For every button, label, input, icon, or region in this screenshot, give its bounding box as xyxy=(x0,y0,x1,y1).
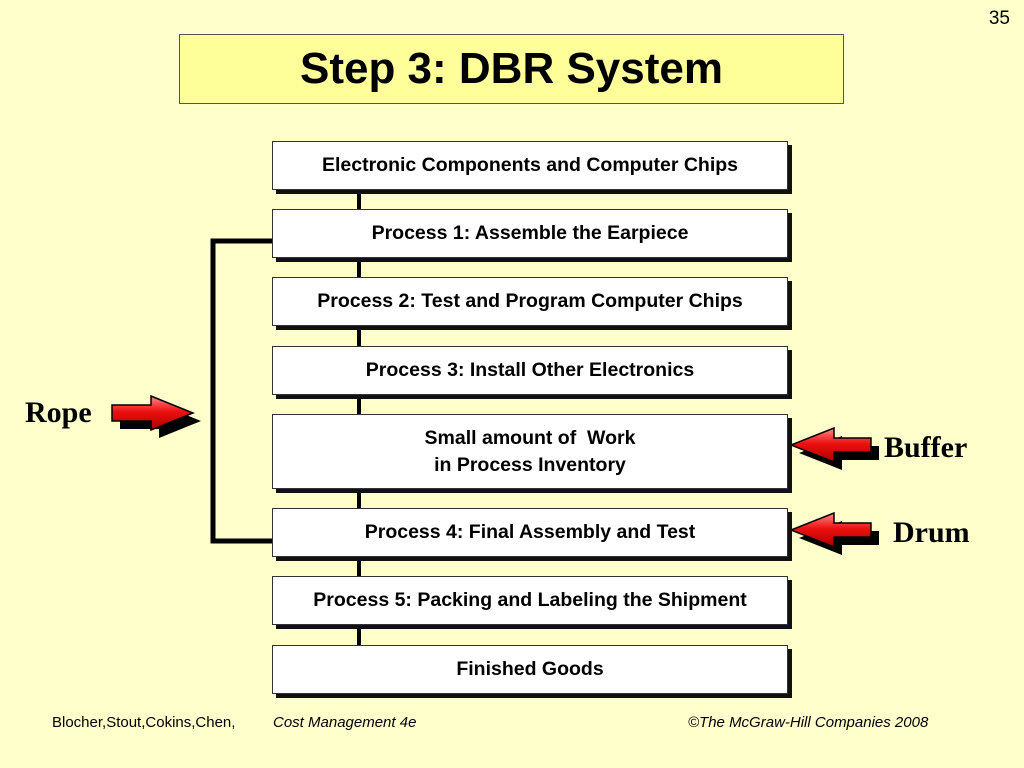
box-process-3: Process 3: Install Other Electronics xyxy=(272,346,788,395)
page-title: Step 3: DBR System xyxy=(299,44,723,93)
rope-bracket xyxy=(210,238,272,544)
box-label: Electronic Components and Computer Chips xyxy=(321,154,739,176)
footer-copyright: ©The McGraw-Hill Companies 2008 xyxy=(688,714,929,731)
box-label-line-1: Small amount of Work xyxy=(424,426,636,449)
box-label-line-2: in Process Inventory xyxy=(434,453,626,476)
box-process-4: Process 4: Final Assembly and Test xyxy=(272,508,788,557)
slide-number: 35 xyxy=(988,8,1010,29)
box-process-5: Process 5: Packing and Labeling the Ship… xyxy=(272,576,788,625)
box-label: Process 5: Packing and Labeling the Ship… xyxy=(313,589,747,611)
footer-book-title: Cost Management 4e xyxy=(273,714,417,731)
box-label: Finished Goods xyxy=(456,658,604,680)
rope-arrow-icon xyxy=(111,394,201,438)
box-process-1: Process 1: Assemble the Earpiece xyxy=(272,209,788,258)
box-finished-goods: Finished Goods xyxy=(272,645,788,694)
buffer-label: Buffer xyxy=(884,431,968,464)
box-process-2: Process 2: Test and Program Computer Chi… xyxy=(272,277,788,326)
title-box: Step 3: DBR System xyxy=(179,34,844,104)
box-label: Process 4: Final Assembly and Test xyxy=(364,521,696,543)
box-label: Process 3: Install Other Electronics xyxy=(365,359,695,381)
box-wip-buffer: Small amount of Work in Process Inventor… xyxy=(272,414,788,489)
drum-label: Drum xyxy=(893,516,970,549)
box-label: Process 2: Test and Program Computer Chi… xyxy=(317,290,743,312)
drum-arrow-icon xyxy=(788,511,879,555)
footer-authors: Blocher,Stout,Cokins,Chen, xyxy=(52,714,236,731)
buffer-arrow-icon xyxy=(788,426,879,470)
box-label: Process 1: Assemble the Earpiece xyxy=(371,222,689,244)
rope-label: Rope xyxy=(25,396,92,429)
box-electronic-components: Electronic Components and Computer Chips xyxy=(272,141,788,190)
